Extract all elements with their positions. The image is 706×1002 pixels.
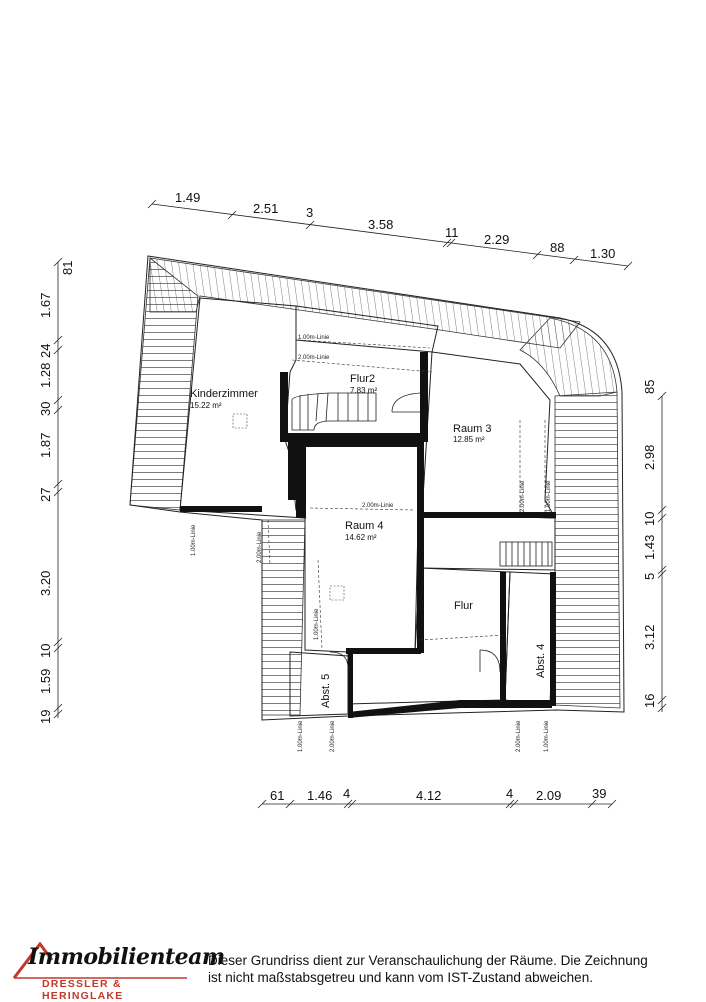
dim-left-5: 30: [38, 402, 53, 416]
height-line-label-3: 2.00m-Linie: [362, 503, 394, 509]
dim-bottom-5: 4: [506, 786, 513, 801]
height-lines: [267, 339, 546, 651]
dim-bottom-3: 4: [343, 786, 350, 801]
dim-bottom-2: 1.46: [307, 788, 332, 803]
room-name-kinderzimmer: Kinderzimmer: [190, 388, 258, 400]
dim-bottom-7: 39: [592, 786, 606, 801]
dim-left-10: 1.59: [38, 669, 53, 694]
dim-left-4: 1.28: [38, 363, 53, 388]
dimension-line-top: 1.49 2.51 3 3.58 11 2.29 88 1.30: [147, 190, 633, 271]
dim-left-7: 27: [38, 488, 53, 502]
dim-left-11: 19: [38, 710, 53, 724]
room-area-raum4: 14.62 m²: [345, 533, 377, 542]
height-line-label-7: 2.00m-Linie: [520, 480, 526, 512]
room-name-raum3: Raum 3: [453, 423, 492, 435]
disclaimer-line-1: Dieser Grundriss dient zur Veranschaulic…: [208, 953, 648, 968]
height-line-label-5: 2.00m-Linie: [257, 531, 263, 563]
disclaimer-line-2: ist nicht maßstabsgetreu und kann vom IS…: [208, 970, 593, 985]
floor-plan: Kinderzimmer 15.22 m² Flur2 7.83 m² Raum…: [38, 190, 667, 809]
dim-left-1: 81: [60, 261, 75, 275]
dim-left-3: 24: [38, 344, 53, 358]
chimney-markers: [232, 413, 345, 601]
company-logo: Immobilienteam DRESSLER & HERINGLAKE: [12, 938, 225, 1002]
dimension-line-bottom: 61 1.46 4 4.12 4 2.09 39: [257, 786, 617, 809]
logo-roof-icon: [12, 941, 187, 979]
logo-name: Immobilienteam: [28, 944, 225, 970]
walls: [180, 352, 556, 718]
dimension-line-right: 85 2.98 10 1.43 5 3.12 16: [642, 380, 667, 713]
dim-right-2: 2.98: [642, 445, 657, 470]
dim-right-7: 16: [642, 694, 657, 708]
height-line-label-8: 1.00m-Linie: [546, 480, 552, 512]
dim-top-1: 1.49: [175, 190, 200, 205]
height-line-label-4: 1.00m-Linie: [191, 524, 197, 556]
height-line-label-10: 2.00m-Linie: [330, 720, 336, 752]
dim-bottom-6: 2.09: [536, 788, 561, 803]
dim-top-4: 3.58: [368, 217, 393, 232]
staircase-flur: [499, 541, 553, 567]
dim-left-2: 1.67: [38, 293, 53, 318]
room-name-abst5: Abst. 5: [320, 674, 332, 708]
dim-left-9: 10: [38, 644, 53, 658]
height-line-label-2: 2.00m-Linie: [298, 355, 330, 361]
height-line-label-6: 1.00m-Linie: [314, 608, 320, 640]
dim-left-8: 3.20: [38, 571, 53, 596]
dim-right-5: 5: [642, 573, 657, 580]
dim-right-1: 85: [642, 380, 657, 394]
dim-bottom-4: 4.12: [416, 788, 441, 803]
dim-top-3: 3: [306, 205, 313, 220]
outer-outline: [129, 255, 625, 721]
dim-top-5: 11: [445, 225, 459, 240]
room-name-flur2: Flur2: [350, 373, 375, 385]
height-line-label-1: 1.00m-Linie: [298, 335, 330, 341]
room-name-raum4: Raum 4: [345, 520, 384, 532]
dim-top-6: 2.29: [484, 232, 509, 247]
room-area-flur2: 7.83 m²: [350, 386, 377, 395]
staircase-flur2: [291, 392, 377, 431]
footer: Immobilienteam DRESSLER & HERINGLAKE Die…: [0, 930, 706, 1002]
dim-top-7: 88: [550, 240, 564, 255]
height-line-label-9: 1.00m-Linie: [298, 720, 304, 752]
dim-right-4: 1.43: [642, 535, 657, 560]
dimension-line-left: 81 1.67 24 1.28 30 1.87 27 3.20 10 1.59 …: [38, 257, 75, 724]
dim-right-3: 10: [642, 512, 657, 526]
room-area-raum3: 12.85 m²: [453, 435, 485, 444]
dim-right-6: 3.12: [642, 625, 657, 650]
dim-top-8: 1.30: [590, 246, 615, 261]
door-swings: [329, 392, 501, 673]
disclaimer: Dieser Grundriss dient zur Veranschaulic…: [208, 952, 698, 986]
height-line-label-12: 1.00m-Linie: [544, 720, 550, 752]
room-name-flur: Flur: [454, 600, 473, 612]
dim-bottom-1: 61: [270, 788, 284, 803]
logo-subtitle: DRESSLER & HERINGLAKE: [42, 978, 124, 1002]
dim-left-6: 1.87: [38, 433, 53, 458]
dim-top-2: 2.51: [253, 201, 278, 216]
height-line-label-11: 2.00m-Linie: [516, 720, 522, 752]
room-name-abst4: Abst. 4: [535, 644, 547, 678]
roof-eaves: [129, 257, 621, 716]
room-area-kinderzimmer: 15.22 m²: [190, 401, 222, 410]
